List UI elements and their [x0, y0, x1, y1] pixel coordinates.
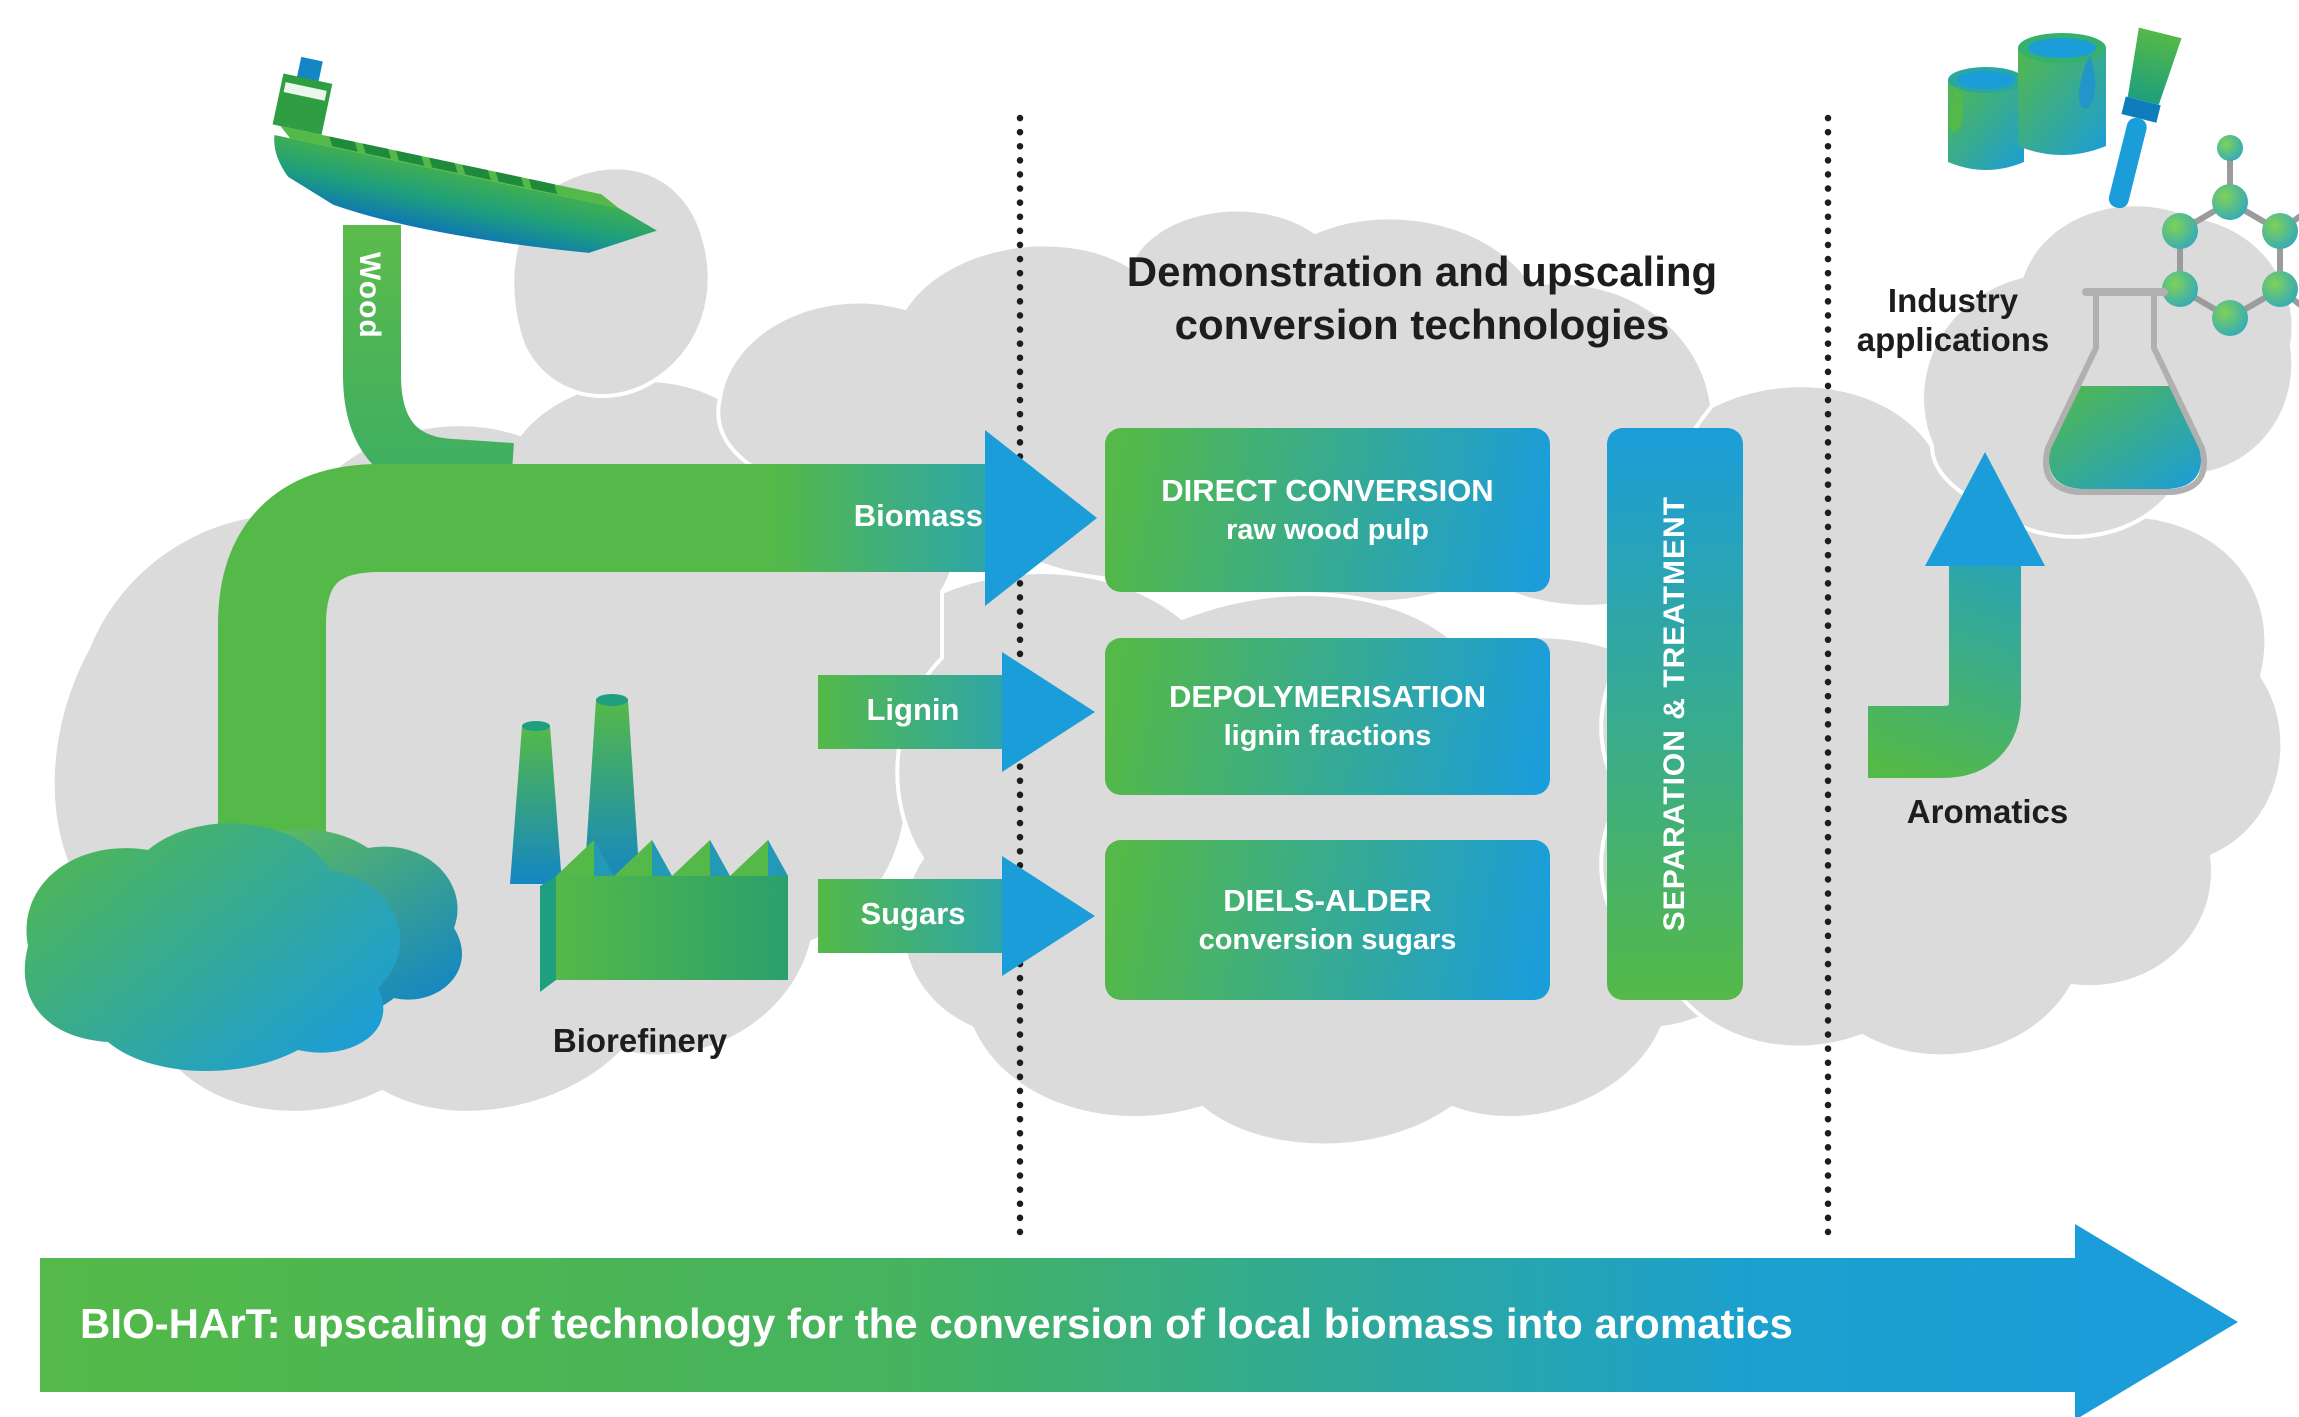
paint-brush-icon: [2108, 27, 2182, 209]
biomass-piles-icon: [24, 823, 462, 1072]
factory-chimney: [510, 726, 562, 884]
flask-icon: [2043, 288, 2207, 495]
section-title-line1: Demonstration and upscaling: [1126, 248, 1718, 295]
dotted-dividers: [1016, 114, 1832, 1236]
separation-treatment-box: SEPARATION & TREATMENT: [1607, 428, 1743, 1000]
aromatics-label: Aromatics: [1906, 793, 2069, 830]
ship-hatches: [329, 136, 558, 195]
process-box-direct-conversion: DIRECT CONVERSION raw wood pulp: [1105, 428, 1550, 592]
brush-bristles: [2127, 27, 2182, 105]
process-box-title: DIELS-ALDER: [1223, 882, 1432, 918]
process-box-subtitle: lignin fractions: [1223, 720, 1432, 753]
lignin-arrow: [818, 652, 1095, 772]
ship-bridge: [272, 73, 333, 135]
molecule-atoms: [2162, 135, 2298, 336]
brush-ferrule: [2121, 96, 2161, 123]
biomass-label: Biomass: [853, 498, 983, 533]
banner-arrowhead: [2075, 1224, 2238, 1417]
industry-applications-label: Industry applications: [1856, 282, 2050, 358]
ship-icon: [272, 56, 657, 253]
process-box-diels-alder: DIELS-ALDER conversion sugars: [1105, 840, 1550, 1000]
flask-outline: [2043, 292, 2207, 495]
banner-text: BIO-HArT: upscaling of technology for th…: [80, 1300, 1793, 1347]
section-title: Demonstration and upscaling conversion t…: [1062, 246, 1782, 352]
flask-liquid: [2048, 386, 2202, 489]
section-title-line2: conversion technologies: [1174, 300, 1670, 348]
ship-hull: [274, 134, 657, 253]
biorefinery-label: Biorefinery: [552, 1022, 728, 1059]
biomass-flow-arrow: [218, 430, 1097, 945]
brush-handle: [2108, 117, 2147, 209]
biomass-arrowhead: [985, 430, 1097, 606]
biorefinery-icon: [510, 694, 788, 992]
process-box-subtitle: raw wood pulp: [1226, 513, 1429, 546]
process-box-subtitle: conversion sugars: [1198, 923, 1457, 956]
aromatics-arrow: [1868, 452, 2045, 778]
molecule-icon: [2162, 135, 2299, 336]
factory-front: [556, 876, 788, 980]
sugars-arrow: [818, 856, 1095, 976]
sugars-label: Sugars: [860, 896, 966, 931]
lignin-label: Lignin: [866, 692, 960, 727]
banner-arrow: [40, 1224, 2238, 1417]
paint-drip: [1948, 86, 1963, 132]
paint-drip: [2078, 54, 2096, 109]
factory-side: [540, 876, 556, 992]
wood-label: Wood: [353, 252, 386, 339]
process-box-title: DEPOLYMERISATION: [1169, 679, 1486, 714]
factory-chimney: [584, 700, 640, 884]
process-box-title: DIRECT CONVERSION: [1161, 472, 1494, 508]
process-box-depolymerisation: DEPOLYMERISATION lignin fractions: [1105, 638, 1550, 795]
paint-cans-icon: [1948, 33, 2106, 170]
factory-roof: [556, 840, 788, 876]
separation-treatment-label: SEPARATION & TREATMENT: [1658, 496, 1691, 932]
